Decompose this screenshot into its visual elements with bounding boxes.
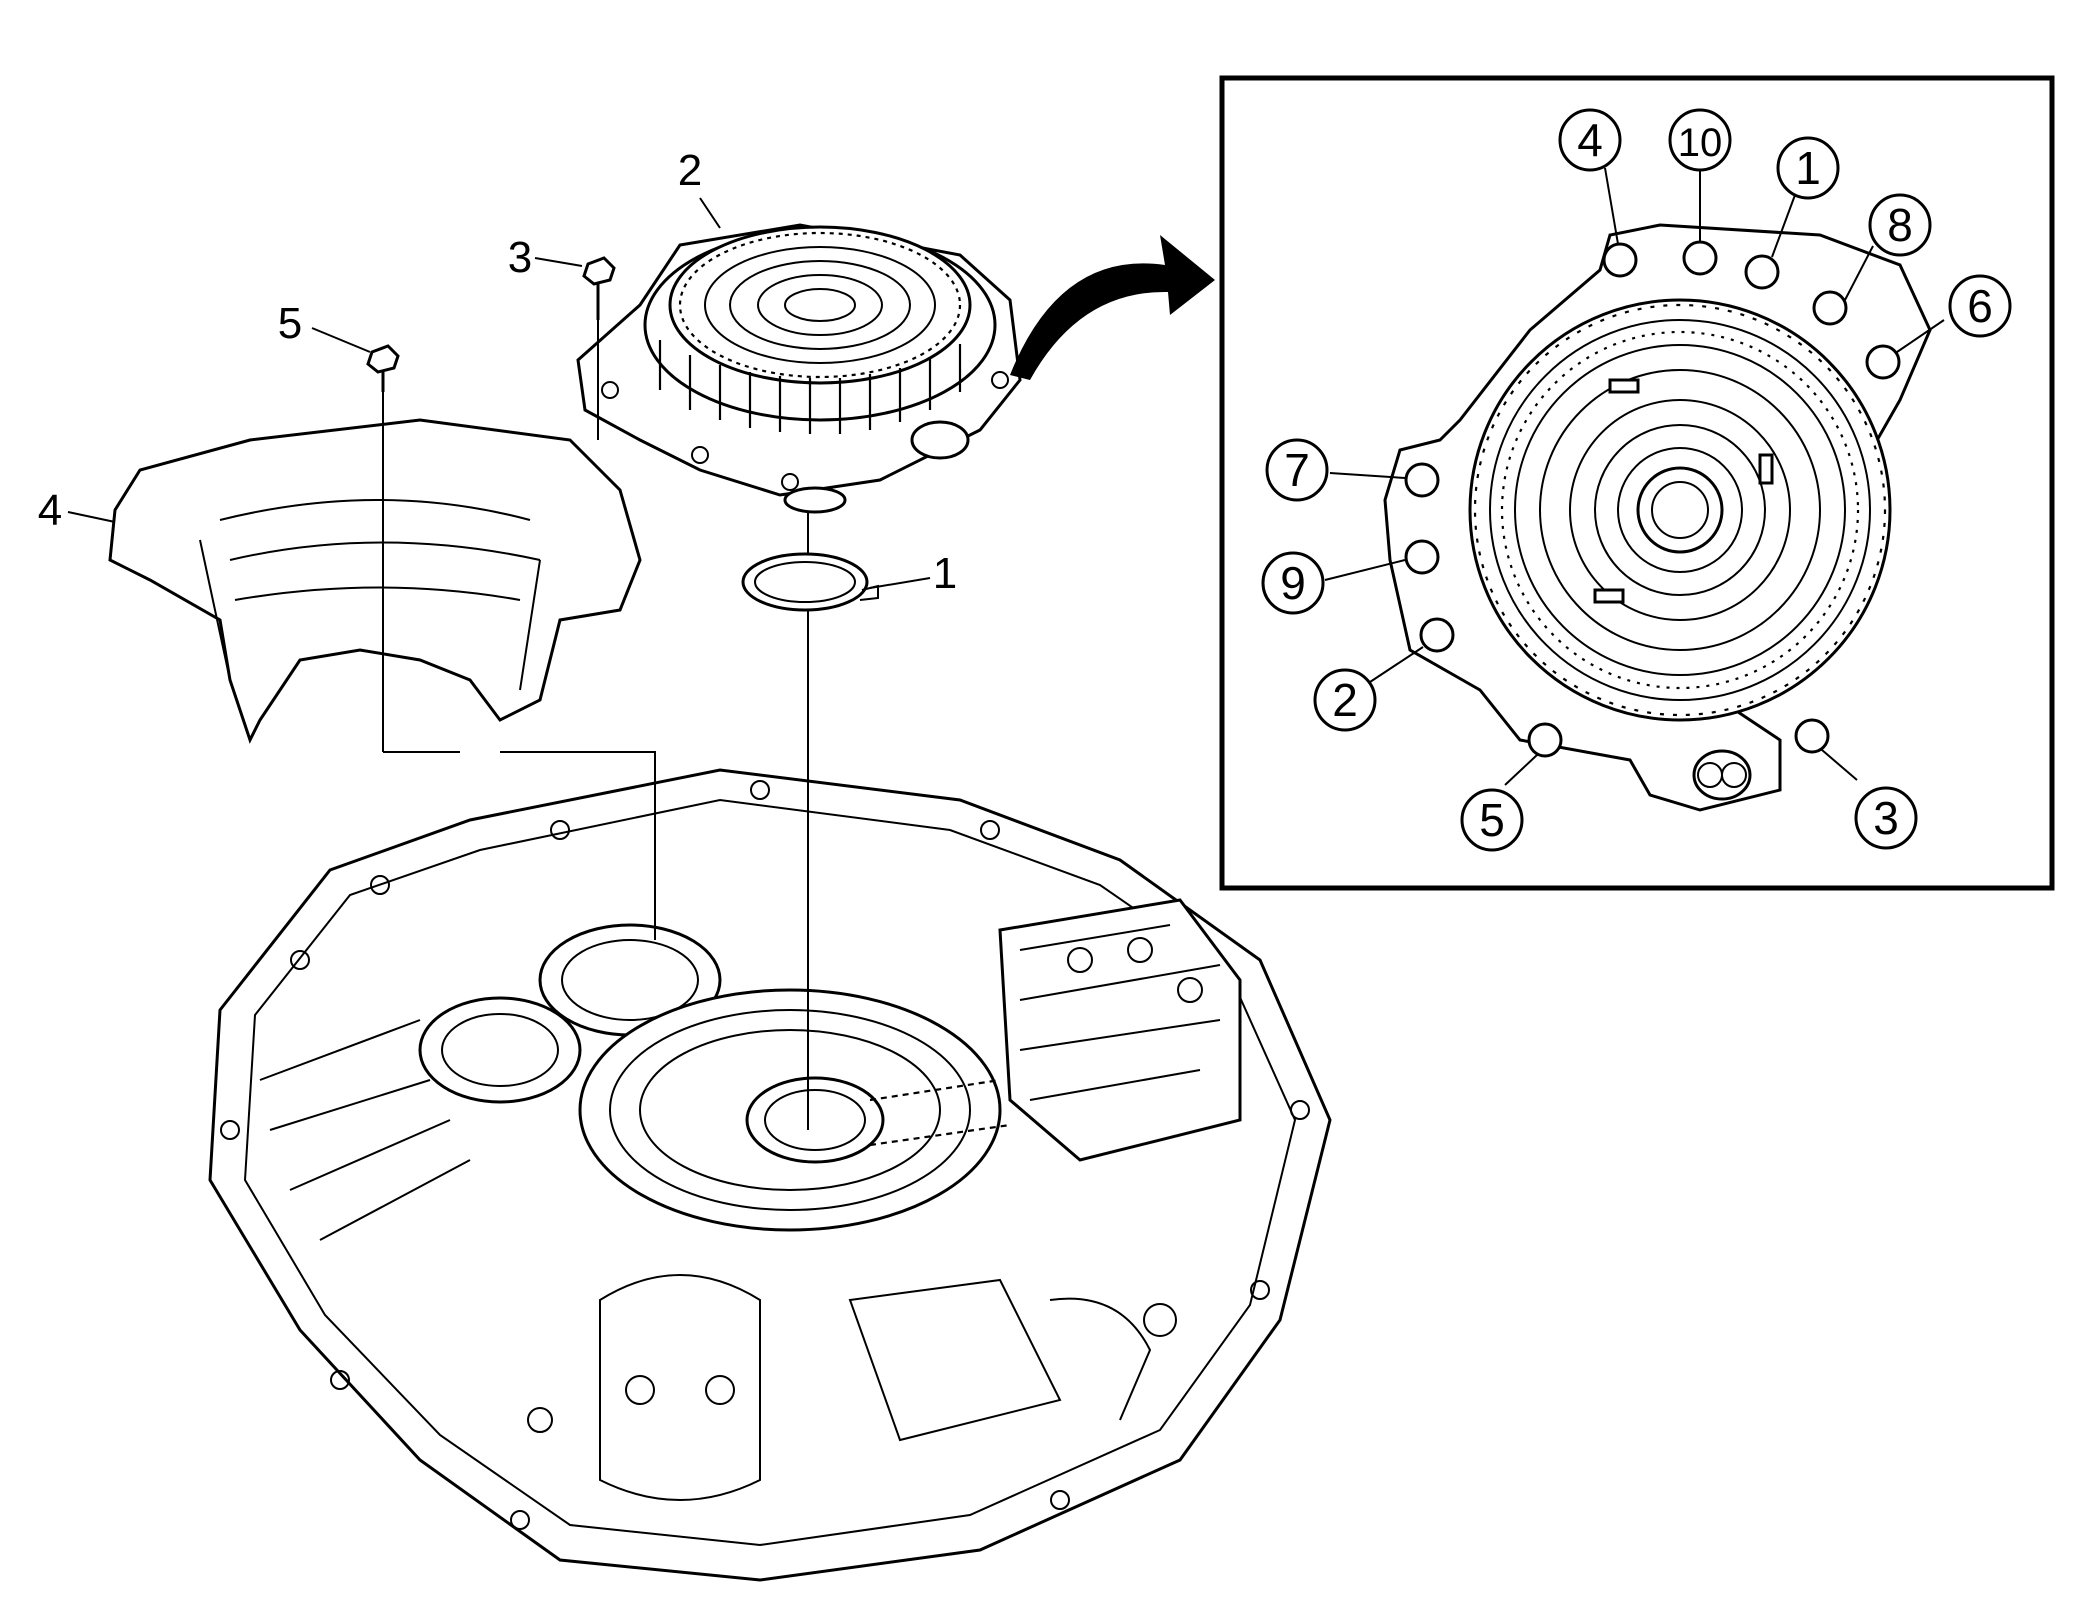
sequence-1: 1 xyxy=(1795,142,1821,194)
transmission-case xyxy=(208,768,1332,1582)
callout-3: 3 xyxy=(508,233,532,282)
bolt-3 xyxy=(582,256,616,320)
sequence-7: 7 xyxy=(1284,444,1310,496)
sequence-8: 8 xyxy=(1887,199,1913,251)
bolt-5 xyxy=(366,344,400,392)
snap-ring xyxy=(741,552,879,612)
detail-inset: 4 10 1 8 6 7 9 2 5 3 xyxy=(1219,75,2055,891)
converter-cover xyxy=(108,418,642,744)
callout-4: 4 xyxy=(38,486,62,535)
gear-assembly xyxy=(576,223,1022,514)
callout-5: 5 xyxy=(278,299,302,348)
callout-1: 1 xyxy=(933,549,957,598)
sequence-6: 6 xyxy=(1967,280,1993,332)
sequence-2: 2 xyxy=(1332,674,1358,726)
sequence-3: 3 xyxy=(1873,792,1899,844)
sequence-4: 4 xyxy=(1577,114,1603,166)
callout-2: 2 xyxy=(678,146,702,195)
sequence-10: 10 xyxy=(1678,121,1723,165)
sequence-9: 9 xyxy=(1280,557,1306,609)
sequence-5: 5 xyxy=(1479,794,1505,846)
detail-arrow xyxy=(1010,235,1215,380)
assembly-lines xyxy=(382,320,809,1130)
leader-lines xyxy=(67,197,931,589)
